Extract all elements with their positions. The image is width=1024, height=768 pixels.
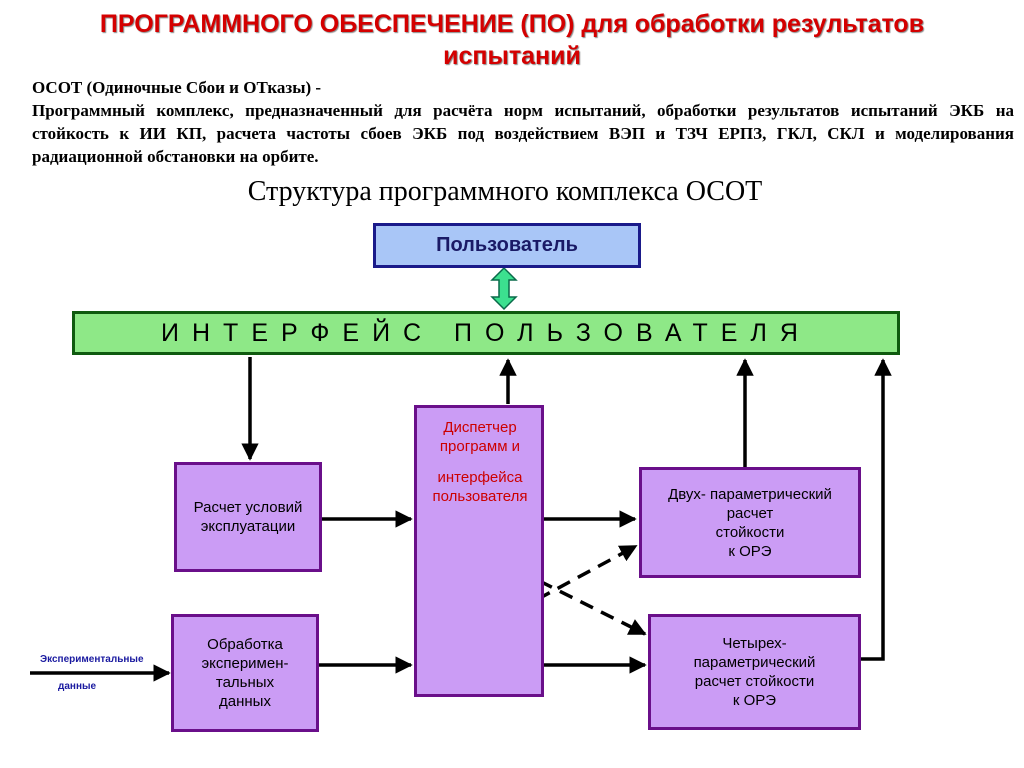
- four-param-line-1: Четырех-: [722, 635, 787, 652]
- user-box: Пользователь: [373, 223, 641, 268]
- title-line-2: испытаний: [443, 42, 581, 70]
- four-param-line-2: параметрический: [693, 654, 816, 671]
- description-heading: ОСОТ (Одиночные Сбои и ОТказы) -: [32, 78, 322, 97]
- arrow-fourparam-to-interface: [860, 358, 892, 661]
- two-param-line-4: к ОРЭ: [728, 542, 772, 560]
- exp-data-label-1: Экспериментальные: [40, 654, 144, 665]
- four-param-line-4: к ОРЭ: [732, 692, 777, 709]
- dispatcher-line-2: программ и: [439, 438, 521, 455]
- dispatcher-line-3: интерфейса: [437, 469, 523, 486]
- processing-line-3: тальных: [215, 674, 275, 691]
- user-interface-double-arrow: [490, 266, 518, 311]
- dispatcher-box: [414, 405, 544, 697]
- four-param-box: Четырех- параметрический расчет стойкост…: [648, 614, 861, 730]
- dispatcher-line-1: Диспетчер: [443, 419, 517, 436]
- title-line-1: ПРОГРАММНОГО ОБЕСПЕЧЕНИЕ (ПО) для обрабо…: [99, 10, 925, 38]
- page-title: ПРОГРАММНОГО ОБЕСПЕЧЕНИЕ (ПО) для обрабо…: [0, 8, 1024, 72]
- four-param-line-3: расчет стойкости: [694, 673, 815, 690]
- calc-conditions-line-2: эксплуатации: [200, 518, 296, 535]
- dispatcher-label: Диспетчер программ и интерфейса пользова…: [416, 418, 544, 506]
- processing-box: Обработка эксперимен- тальных данных: [171, 614, 319, 732]
- two-param-line-2: расчет: [726, 504, 774, 522]
- exp-data-label-2: данные: [58, 681, 97, 692]
- description-body: Программный комплекс, предназначенный дл…: [32, 101, 1014, 166]
- dispatcher-line-4: пользователя: [432, 488, 528, 505]
- two-param-line-3: стойкости: [715, 523, 785, 541]
- processing-line-4: данных: [219, 693, 271, 710]
- two-param-line-1: Двух- параметрический: [668, 485, 832, 503]
- user-interface-bar: ИНТЕРФЕЙС ПОЛЬЗОВАТЕЛЯ: [72, 311, 900, 355]
- calc-conditions-box: Расчет условий эксплуатации: [174, 462, 322, 572]
- processing-line-2: эксперимен-: [201, 655, 289, 672]
- diagram-subtitle: Структура программного комплекса ОСОТ: [247, 176, 763, 207]
- two-param-box: Двух- параметрический расчет стойкости к…: [639, 467, 861, 578]
- description: ОСОТ (Одиночные Сбои и ОТказы) - Програм…: [32, 76, 1014, 168]
- processing-line-1: Обработка: [207, 636, 283, 653]
- calc-conditions-line-1: Расчет условий: [193, 499, 303, 516]
